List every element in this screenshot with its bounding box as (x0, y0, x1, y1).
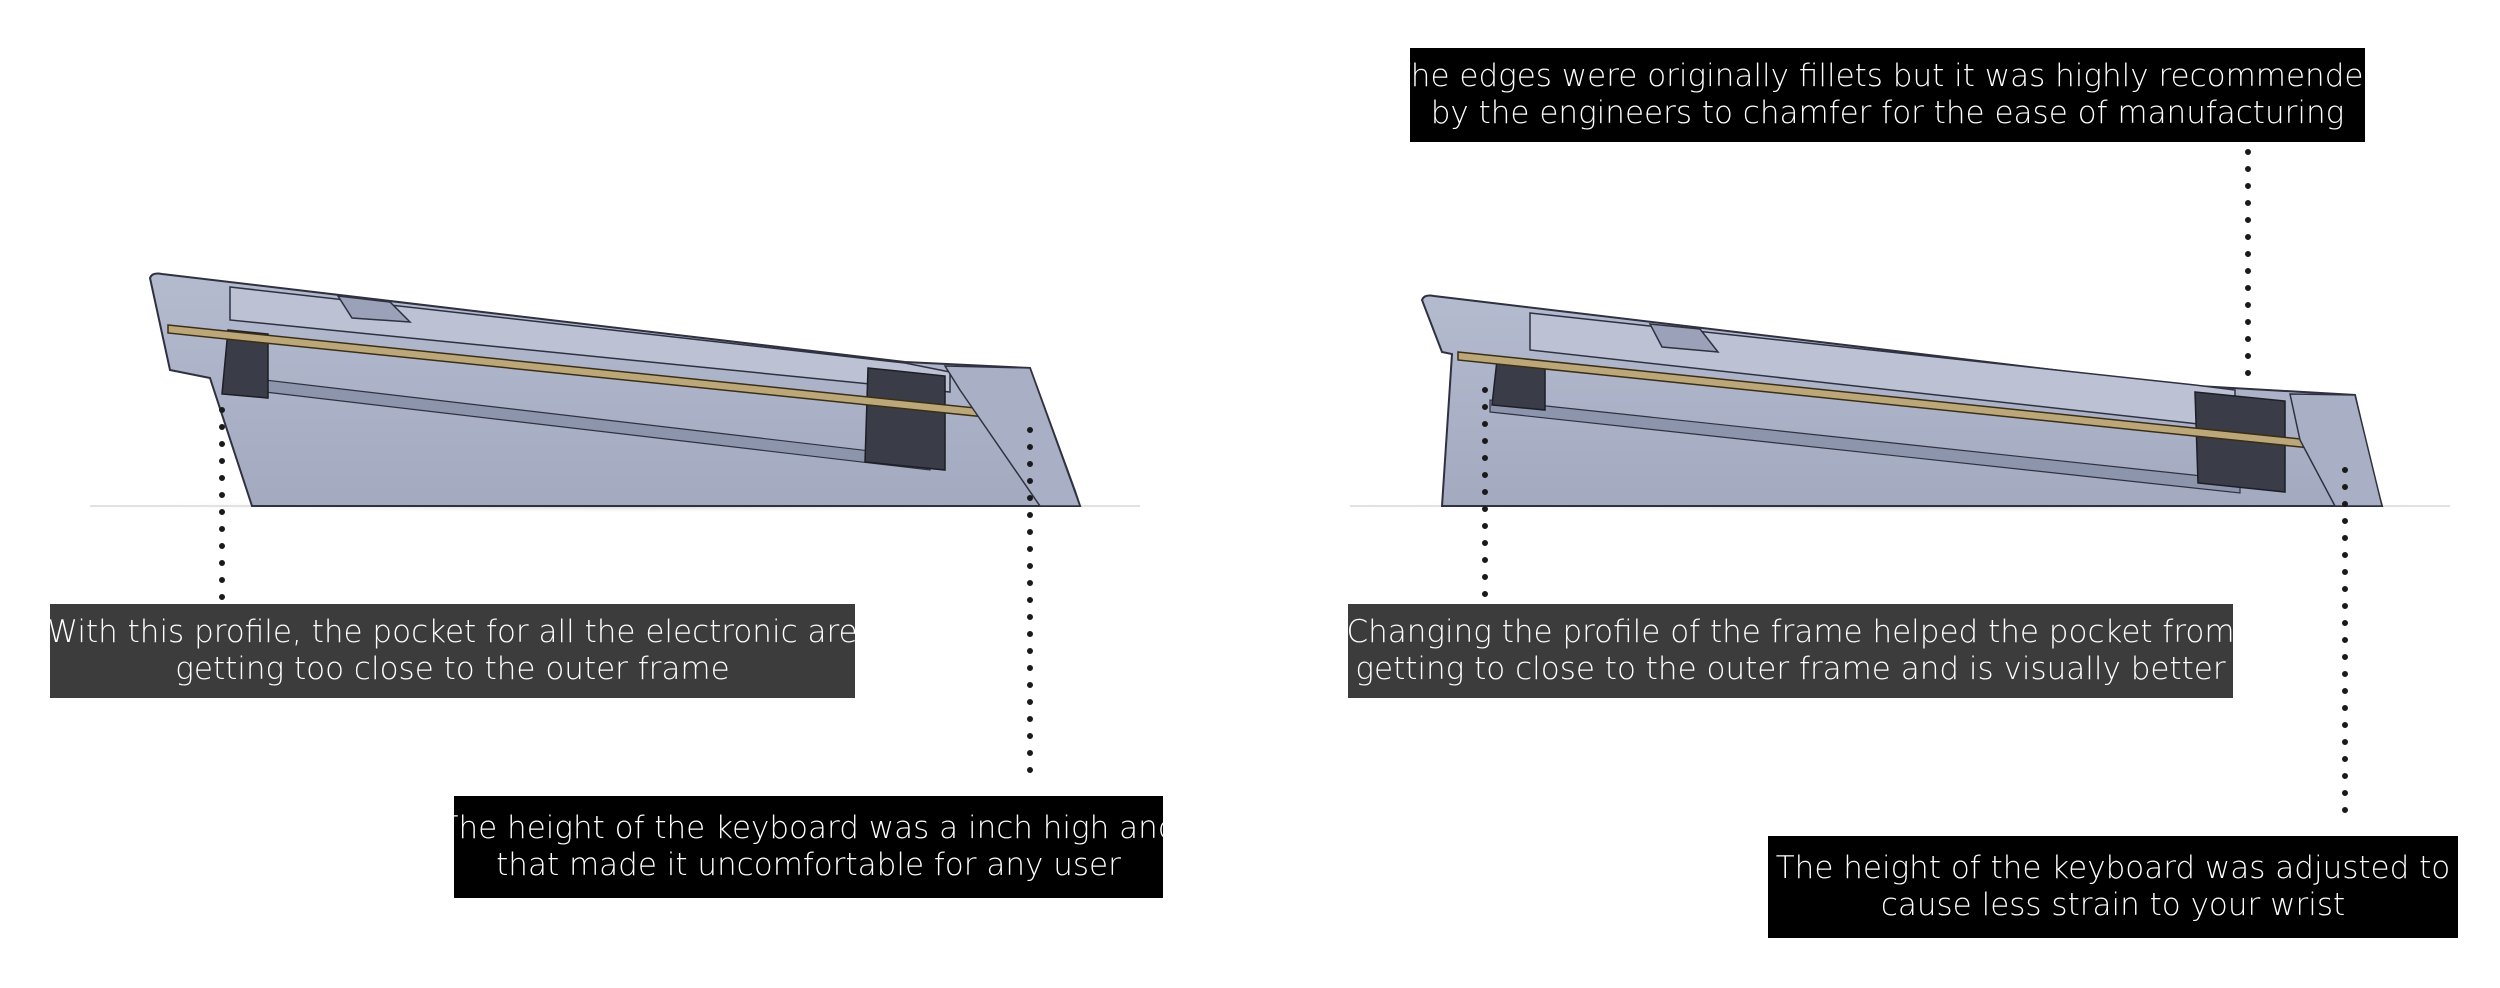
frame-raised-block (336, 295, 412, 323)
callout-pocket-revised: Changing the profile of the frame helped… (1346, 604, 2235, 698)
callout-line: The height of the keyboard was adjusted … (1775, 850, 2451, 886)
callout-line: Changing the profile of the frame helped… (1346, 614, 2235, 650)
callout-line: With this profile, the pocket for all th… (47, 614, 858, 650)
callout-line: The height of the keyboard was a inch hi… (439, 810, 1178, 846)
callout-line: by the engineers to chamfer for the ease… (1430, 95, 2345, 131)
callout-line: The edges were originally fillets but it… (1391, 58, 2384, 94)
callout-line: cause less strain to your wrist (1880, 887, 2346, 923)
frame-top-face (229, 286, 951, 393)
pocket-left (221, 329, 269, 399)
callout-edges-revised: The edges were originally fillets but it… (1392, 48, 2383, 142)
keyboard-revised-profile (1310, 149, 2470, 828)
frame-raised-block (1648, 323, 1720, 353)
callout-height-original: The height of the keyboard was a inch hi… (440, 796, 1177, 898)
callout-height-revised: The height of the keyboard was adjusted … (1768, 836, 2458, 938)
pocket-right (2194, 391, 2286, 493)
callout-line: getting to close to the outer frame and … (1355, 651, 2226, 687)
callout-line: that made it uncomfortable for any user (496, 847, 1121, 883)
pocket-right (864, 367, 946, 471)
keyboard-original-profile (60, 272, 1180, 788)
callout-pocket-original: With this profile, the pocket for all th… (47, 604, 858, 698)
frame-front-edge (943, 365, 1082, 507)
callout-line: getting too close to the outer frame (175, 651, 730, 687)
frame-front-edge (2289, 393, 2383, 507)
